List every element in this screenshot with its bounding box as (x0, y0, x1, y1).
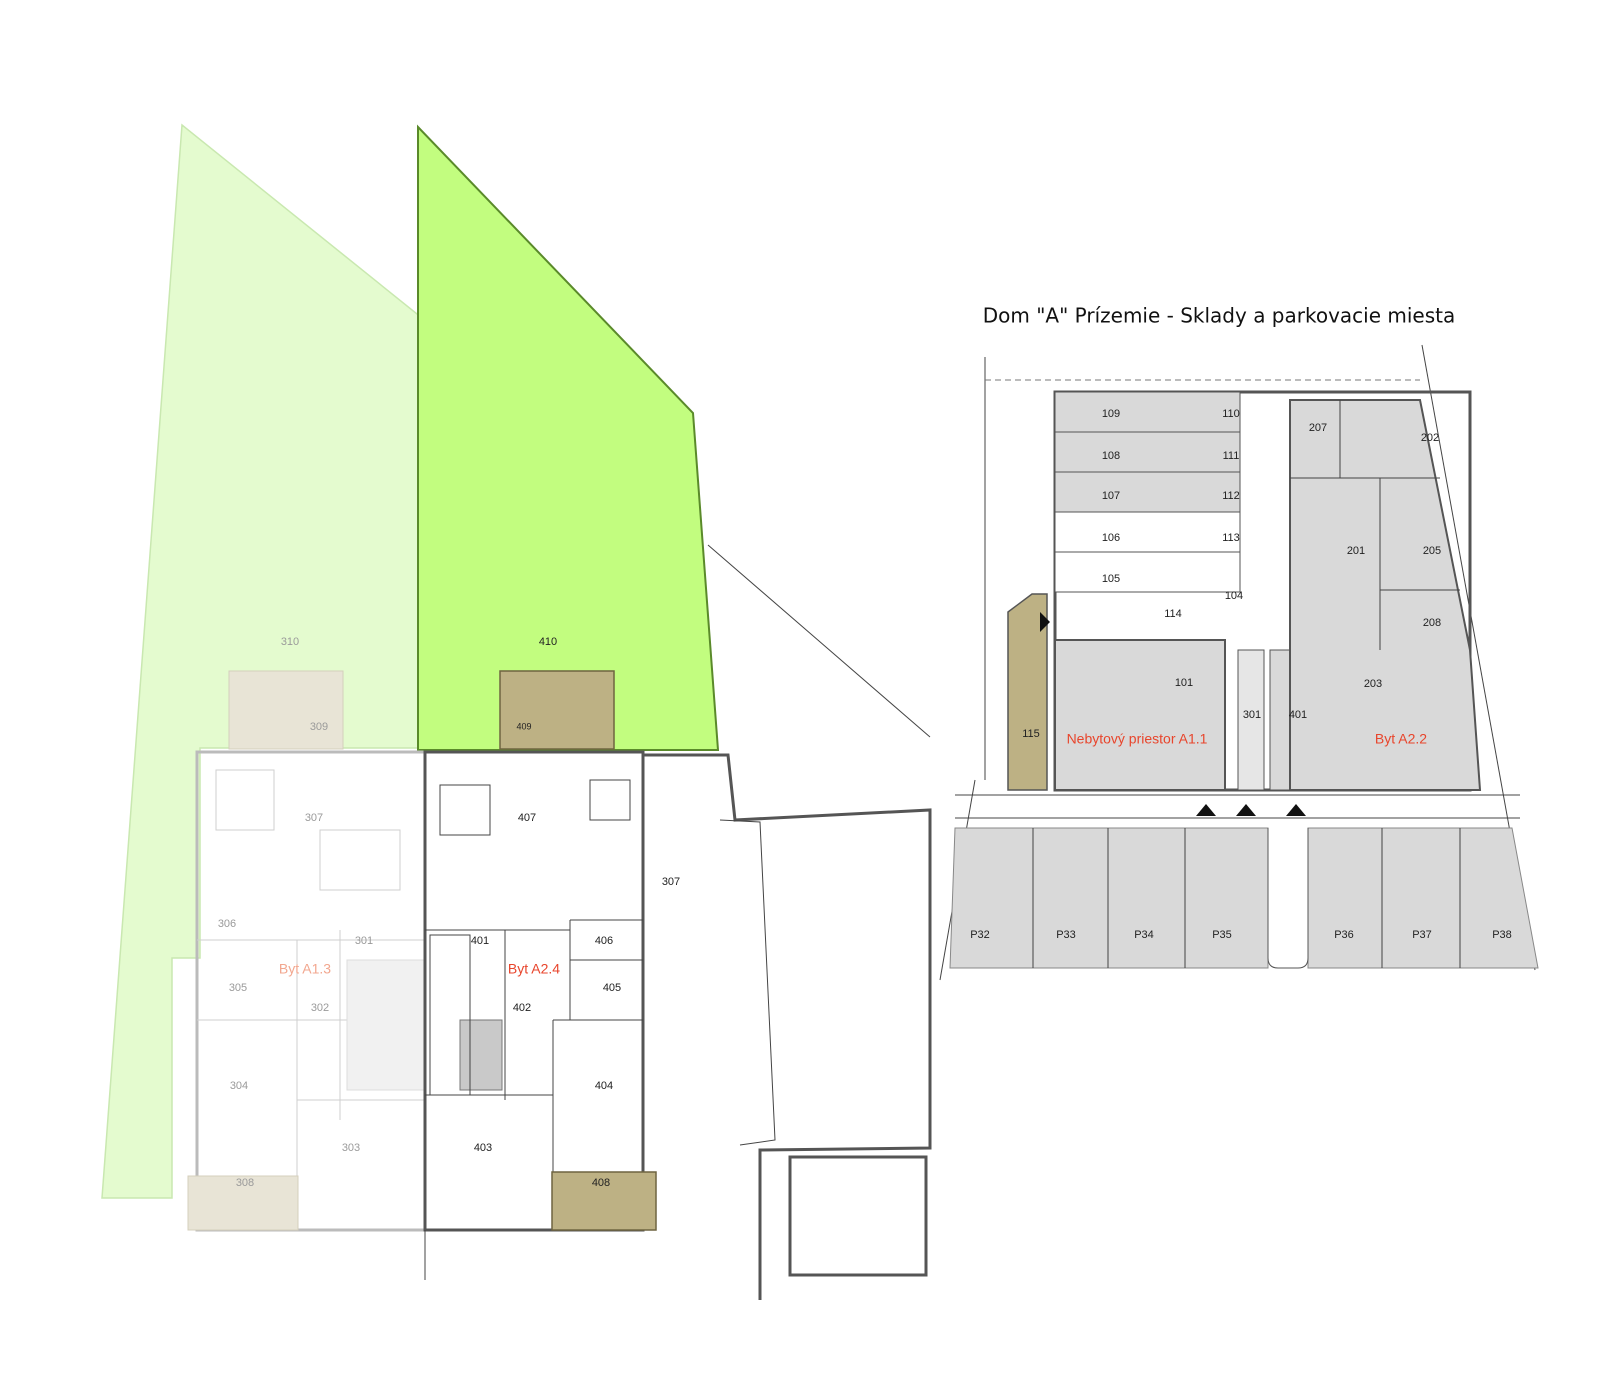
room-label: 406 (595, 935, 613, 947)
terrace-308 (187, 1175, 299, 1231)
room-label: 403 (474, 1142, 492, 1154)
storage-115 (1007, 593, 1048, 791)
unit-label-a11: Nebytový priestor A1.1 (1067, 731, 1208, 747)
right-floor-plan (939, 344, 1539, 981)
room-label: 202 (1421, 432, 1439, 444)
room-label: 114 (1164, 608, 1182, 620)
room-label: 301 (1243, 709, 1261, 721)
room-label: 402 (513, 1002, 531, 1014)
room-label: 306 (218, 918, 236, 930)
room-label: 111 (1223, 450, 1240, 462)
room-label: 108 (1102, 450, 1120, 462)
room-label: 404 (595, 1080, 613, 1092)
parking-label: P33 (1056, 929, 1076, 941)
room-label: 104 (1225, 590, 1243, 602)
terrace-409 (499, 670, 615, 750)
parking-label: P35 (1212, 929, 1232, 941)
labels: Dom "A" Prízemie - Sklady a parkovacie m… (218, 304, 1512, 1189)
room-label: 407 (518, 812, 536, 824)
room-label: 409 (516, 721, 531, 731)
room-label: 309 (310, 721, 328, 733)
unit-label-a22: Byt A2.2 (1375, 731, 1427, 747)
room-label: 101 (1175, 677, 1193, 689)
room-label: 201 (1347, 545, 1365, 557)
room-label: 208 (1423, 617, 1441, 629)
parking-label: P34 (1134, 929, 1154, 941)
plan-title: Dom "A" Prízemie - Sklady a parkovacie m… (983, 304, 1456, 328)
room-label: 308 (236, 1177, 254, 1189)
room-label: 302 (311, 1002, 329, 1014)
room-label: 203 (1364, 678, 1382, 690)
room-label: 109 (1102, 408, 1120, 420)
room-label: 310 (281, 636, 299, 648)
parking-label: P36 (1334, 929, 1354, 941)
parking-label: P37 (1412, 929, 1432, 941)
room-label: 110 (1222, 408, 1240, 420)
room-label: 410 (539, 636, 557, 648)
room-label: 408 (592, 1177, 610, 1189)
room-label: 106 (1102, 532, 1120, 544)
room-label: 115 (1022, 728, 1040, 740)
garden-410 (417, 124, 720, 751)
unit-label-a13: Byt A1.3 (279, 961, 331, 977)
room-label: 401 (471, 935, 489, 947)
room-label: 105 (1102, 573, 1120, 585)
room-label: 401 (1289, 709, 1307, 721)
room-label: 307 (305, 812, 323, 824)
room-label: 107 (1102, 490, 1120, 502)
terrace-309 (228, 670, 344, 750)
room-label: 303 (342, 1142, 360, 1154)
room-label: 305 (229, 982, 247, 994)
room-label: 304 (230, 1080, 248, 1092)
room-label: 113 (1222, 532, 1240, 544)
room-label: 207 (1309, 422, 1327, 434)
room-label: 307 (662, 876, 680, 888)
room-label: 301 (355, 935, 373, 947)
left-floor-plan (101, 123, 932, 1300)
parking-label: P38 (1492, 929, 1512, 941)
room-label: 405 (603, 982, 621, 994)
parking-label: P32 (970, 929, 990, 941)
terrace-408 (551, 1171, 657, 1231)
room-label: 112 (1222, 490, 1240, 502)
room-label: 205 (1423, 545, 1441, 557)
parking-strip (949, 827, 1269, 969)
unit-label-a24: Byt A2.4 (508, 961, 560, 977)
